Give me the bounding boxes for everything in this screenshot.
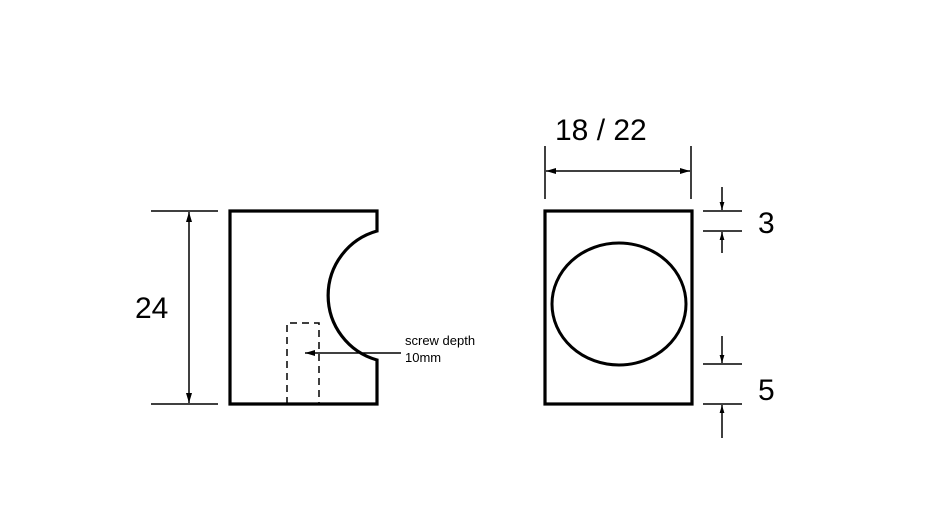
screw-depth-value: 10mm — [405, 350, 441, 365]
width-dimension-label: 18 / 22 — [555, 114, 647, 147]
height-dimension-label: 24 — [135, 292, 168, 325]
side-view: screw depth 10mm 24 — [135, 209, 475, 406]
side-view-outline — [228, 209, 379, 406]
top-margin-label: 3 — [758, 207, 775, 240]
screw-hole-hidden-line — [286, 322, 320, 404]
screw-depth-label: screw depth — [405, 333, 475, 348]
front-view: 18 / 22 3 5 — [543, 114, 775, 438]
bottom-margin-label: 5 — [758, 374, 775, 407]
front-view-circle — [550, 241, 688, 367]
front-view-outline — [543, 209, 694, 406]
